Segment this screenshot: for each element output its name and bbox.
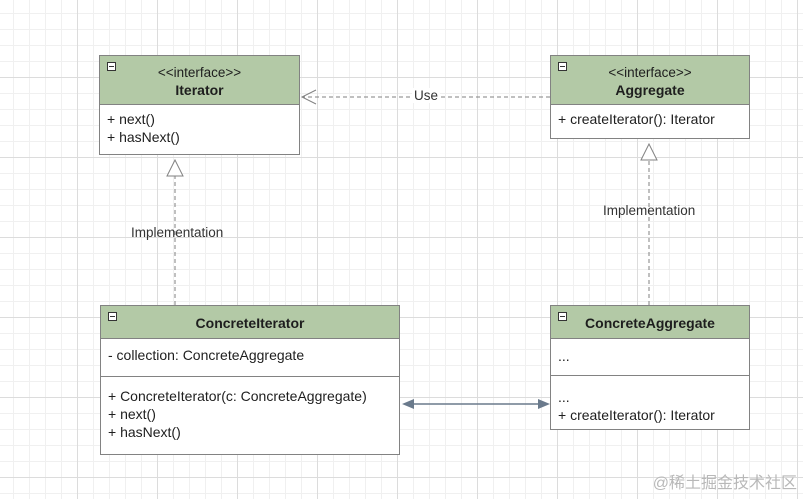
use-label: Use	[412, 88, 441, 103]
concrete-iterator-class-header: ConcreteIterator	[101, 306, 399, 339]
collapse-icon[interactable]	[107, 62, 116, 71]
method-row: + next()	[107, 111, 155, 127]
class-name: ConcreteAggregate	[585, 315, 715, 331]
class-stereotype: <<interface>>	[608, 65, 692, 80]
use-dependency-line	[300, 89, 550, 105]
methods-compartment: + next() + hasNext()	[100, 105, 299, 146]
iterator-interface-class[interactable]: <<interface>> Iterator + next() + hasNex…	[99, 55, 300, 155]
collapse-icon[interactable]	[558, 62, 567, 71]
collapse-icon[interactable]	[558, 312, 567, 321]
aggregate-class-header: <<interface>> Aggregate	[551, 56, 749, 105]
methods-compartment: ... + createIterator(): Iterator	[551, 375, 749, 424]
method-row: + ConcreteIterator(c: ConcreteAggregate)	[108, 388, 367, 404]
aggregate-implementation-label: Implementation	[603, 203, 696, 218]
method-row: + createIterator(): Iterator	[558, 111, 715, 127]
iterator-implementation-line	[166, 158, 184, 305]
attributes-compartment: ...	[551, 339, 749, 375]
attribute-row: ...	[558, 348, 570, 364]
method-row: + hasNext()	[107, 129, 180, 145]
class-stereotype: <<interface>>	[157, 65, 242, 80]
methods-compartment: + createIterator(): Iterator	[551, 105, 749, 128]
method-row: + hasNext()	[108, 424, 181, 440]
concrete-aggregate-class-header: ConcreteAggregate	[551, 306, 749, 339]
concrete-aggregate-class[interactable]: ConcreteAggregate ... ... + createIterat…	[550, 305, 750, 430]
aggregate-interface-class[interactable]: <<interface>> Aggregate + createIterator…	[550, 55, 750, 139]
watermark-text: @稀土掘金技术社区	[652, 475, 797, 492]
iterator-class-header: <<interface>> Iterator	[100, 56, 299, 105]
attributes-compartment: - collection: ConcreteAggregate	[101, 339, 399, 376]
methods-compartment: + ConcreteIterator(c: ConcreteAggregate)…	[101, 376, 399, 441]
concrete-iterator-class[interactable]: ConcreteIterator - collection: ConcreteA…	[100, 305, 400, 455]
method-row: + createIterator(): Iterator	[558, 407, 715, 423]
iterator-implementation-label: Implementation	[131, 225, 224, 240]
aggregate-implementation-line	[640, 142, 658, 305]
attribute-row: - collection: ConcreteAggregate	[108, 347, 305, 363]
collapse-icon[interactable]	[108, 312, 117, 321]
class-name: Aggregate	[615, 82, 685, 98]
method-row: + next()	[108, 406, 156, 422]
method-row: ...	[558, 389, 570, 405]
bidirectional-association-line	[402, 399, 550, 409]
class-name: Iterator	[175, 82, 224, 98]
class-name: ConcreteIterator	[195, 315, 305, 331]
